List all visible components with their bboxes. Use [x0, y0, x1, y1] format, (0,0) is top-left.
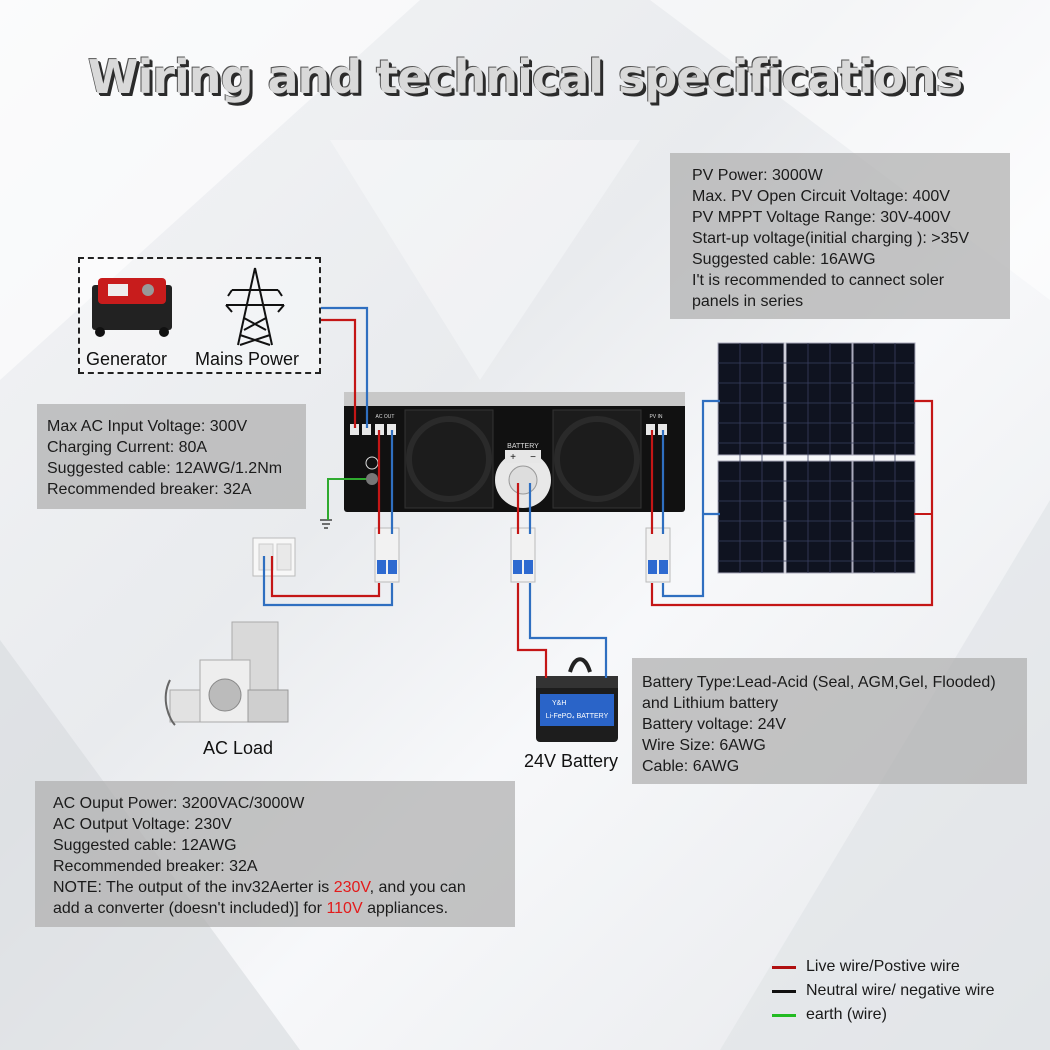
- battery-model: Li-FePO₄ BATTERY: [546, 713, 609, 720]
- battery-line: Battery voltage: 24V: [642, 716, 787, 733]
- battery-line: Wire Size: 6AWG: [642, 737, 766, 754]
- pylon-icon: [225, 267, 285, 346]
- ac-input-line: Charging Current: 80A: [47, 439, 208, 456]
- ac-input-line: Recommended breaker: 32A: [47, 481, 252, 498]
- generator-label: Generator: [86, 349, 168, 369]
- inverter-pvin-label: PV IN: [649, 414, 662, 420]
- ac-output-spec-box: AC Ouput Power: 3200VAC/3000W AC Output …: [35, 781, 515, 927]
- inverter-acout-label: AC OUT: [376, 414, 395, 420]
- legend-live-swatch: [772, 965, 796, 969]
- ac-input-spec-box: Max AC Input Voltage: 300V Charging Curr…: [37, 404, 306, 509]
- generator-icon: [92, 278, 172, 337]
- legend-earth-swatch: [772, 1013, 796, 1017]
- battery-spec-box: Battery Type:Lead-Acid (Seal, AGM,Gel, F…: [632, 658, 1027, 784]
- ac-load-label: AC Load: [203, 738, 274, 758]
- pv-line: PV Power: 3000W: [692, 167, 823, 184]
- ac-input-line: Max AC Input Voltage: 300V: [47, 418, 248, 435]
- svg-text:+: +: [510, 452, 516, 463]
- battery-brand: Y&H: [552, 700, 566, 707]
- battery-line: and Lithium battery: [642, 695, 779, 712]
- inverter-battery-label: BATTERY: [507, 443, 539, 450]
- battery-line: Cable: 6AWG: [642, 758, 740, 775]
- pv-line: panels in series: [692, 293, 804, 310]
- ac-output-note-2: add a converter (doesn't included)] for …: [53, 900, 449, 917]
- pv-line: Suggested cable: 16AWG: [692, 251, 876, 268]
- ac-output-line: Suggested cable: 12AWG: [53, 837, 237, 854]
- svg-text:−: −: [530, 452, 536, 463]
- appliances-icon: [164, 621, 289, 726]
- mains-power-label: Mains Power: [195, 349, 300, 369]
- legend-earth: earth (wire): [772, 1003, 995, 1027]
- live-wires: [270, 318, 934, 678]
- voltage-110: 110V: [326, 900, 363, 917]
- legend-neutral: Neutral wire/ negative wire: [772, 979, 995, 1003]
- ac-output-line: AC Output Voltage: 230V: [53, 816, 232, 833]
- battery-label: 24V Battery: [524, 751, 619, 771]
- page-title: Wiring and technical specifications: [87, 50, 963, 104]
- legend-neutral-swatch: [772, 989, 796, 993]
- pv-line: Start-up voltage(initial charging ): >35…: [692, 230, 970, 247]
- pv-line: Max. PV Open Circuit Voltage: 400V: [692, 188, 950, 205]
- pv-line: I't is recommended to cannect soler: [692, 272, 945, 289]
- ac-output-note: NOTE: The output of the inv32Aerter is 2…: [53, 879, 466, 896]
- ac-input-line: Suggested cable: 12AWG/1.2Nm: [47, 460, 283, 477]
- battery-line: Battery Type:Lead-Acid (Seal, AGM,Gel, F…: [642, 674, 996, 691]
- battery-icon: Y&H Li-FePO₄ BATTERY: [536, 657, 618, 742]
- wall-socket: [252, 537, 296, 577]
- pv-line: PV MPPT Voltage Range: 30V-400V: [692, 209, 951, 226]
- breaker-ac: [374, 527, 671, 583]
- ac-output-line: AC Ouput Power: 3200VAC/3000W: [53, 795, 305, 812]
- ac-output-line: Recommended breaker: 32A: [53, 858, 258, 875]
- voltage-230: 230V: [333, 879, 370, 896]
- legend-live: Live wire/Postive wire: [772, 955, 995, 979]
- earth-ground-icon: [320, 519, 332, 529]
- pv-spec-box: PV Power: 3000W Max. PV Open Circuit Vol…: [670, 153, 1010, 319]
- wire-legend: Live wire/Postive wire Neutral wire/ neg…: [772, 955, 995, 1027]
- earth-wire: [327, 478, 366, 520]
- inverter-unit: BATTERY + − AC OUT PV IN: [344, 392, 685, 512]
- neutral-wires: [262, 306, 720, 678]
- solar-panel-array: [717, 342, 916, 574]
